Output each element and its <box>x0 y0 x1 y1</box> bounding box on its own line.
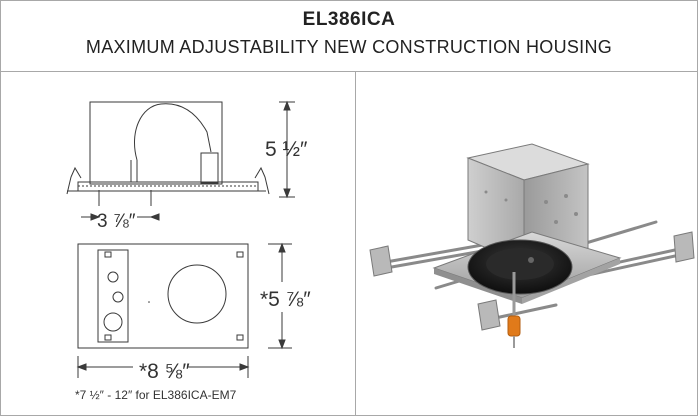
bar-hanger-right <box>254 166 270 195</box>
housing-top-outline <box>77 243 249 349</box>
product-title: MAXIMUM ADJUSTABILITY NEW CONSTRUCTION H… <box>85 37 613 57</box>
wire <box>133 103 212 161</box>
junction-box-top <box>97 249 129 343</box>
knockout-3 <box>103 312 123 332</box>
height-dimension: 5 ½″ <box>265 138 308 161</box>
length-dimension: *8 ⅝″ <box>139 360 190 383</box>
footnote: *7 ½″ - 12″ for EL386ICA-EM7 <box>75 388 237 402</box>
dimension-drawing <box>66 100 295 378</box>
aperture-top <box>167 264 227 324</box>
panel-divider <box>355 72 356 415</box>
orange-handle <box>507 315 521 337</box>
dimension-drawing-panel: 5 ½″ 3 ⅞″ *5 ⅞″ *8 ⅝″ *7 ½″ - 12″ for EL… <box>1 72 355 415</box>
model-number: EL386ICA <box>302 9 396 30</box>
bar-hanger-left <box>66 166 82 195</box>
header: EL386ICA MAXIMUM ADJUSTABILITY NEW CONST… <box>1 1 697 72</box>
housing-side-outline <box>89 101 223 185</box>
aperture-width-dimension: 3 ⅞″ <box>97 211 136 232</box>
depth-dimension: *5 ⅞″ <box>260 288 311 311</box>
knockout-2 <box>112 291 124 303</box>
product-image-panel <box>356 72 697 415</box>
knockout-1 <box>107 271 119 283</box>
product-illustration <box>369 143 695 348</box>
junction-box-side <box>200 152 219 184</box>
